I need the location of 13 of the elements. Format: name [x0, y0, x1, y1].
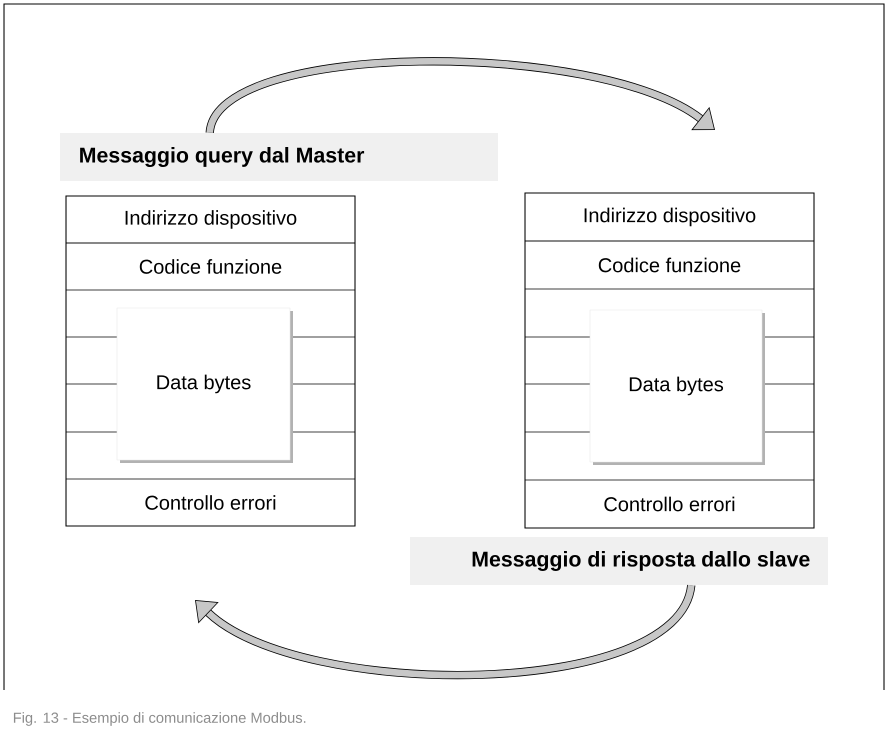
curved-arrow [206, 57, 715, 134]
field-row: Codice funzione [524, 240, 814, 290]
data-box: Data bytes [590, 310, 765, 465]
heading-band: Messaggio query dal Master [60, 133, 498, 181]
field-row: Indirizzo dispositivo [524, 192, 814, 242]
data-box: Data bytes [116, 308, 293, 463]
field-row: Controllo errori [66, 478, 356, 526]
field-row: Codice funzione [66, 242, 356, 290]
field-row: Indirizzo dispositivo [66, 196, 356, 244]
curved-arrow [195, 584, 696, 679]
heading-band: Messaggio di risposta dallo slave [410, 537, 828, 585]
caption: Fig. 13 - Esempio di comunicazione Modbus. [14, 712, 306, 726]
field-row: Controllo errori [524, 480, 814, 528]
